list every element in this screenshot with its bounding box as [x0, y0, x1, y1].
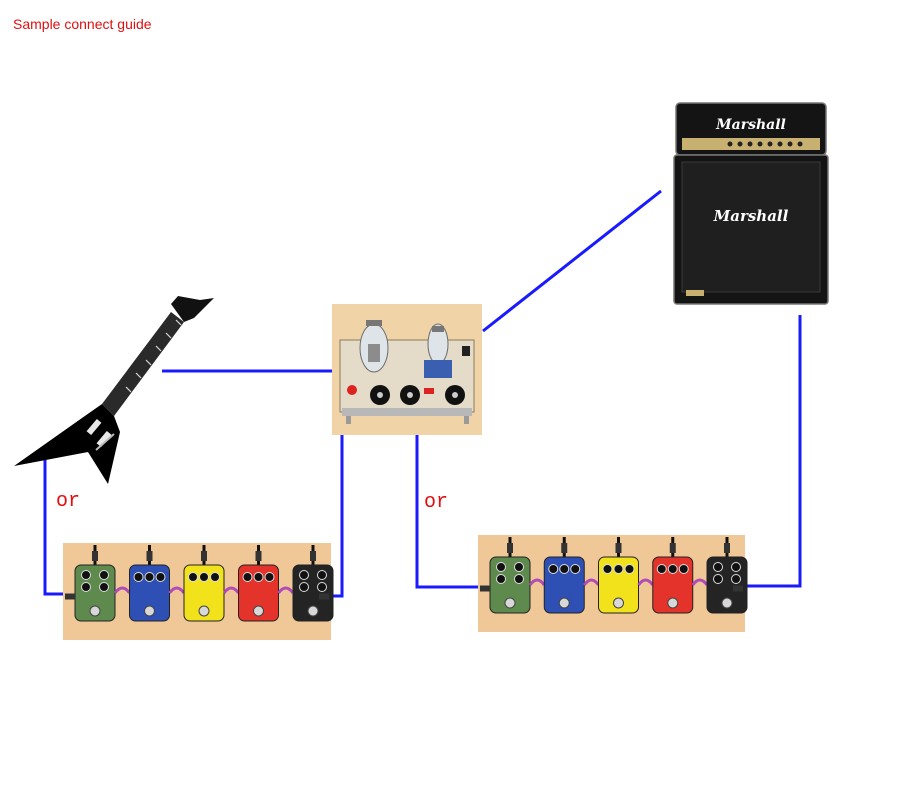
cable-right-pedalboard-to-amp	[740, 315, 802, 588]
pedal-icon	[489, 537, 546, 614]
pedal-icon	[129, 545, 186, 622]
marshall-amp-stack-icon: Marshall Marshall	[673, 102, 829, 305]
pedal-icon	[183, 545, 240, 622]
amp-cabinet-brand: Marshall	[713, 207, 789, 225]
cable-guitar-to-left-pedalboard	[43, 455, 66, 596]
pedal-icon	[74, 545, 131, 622]
pedalboard-right	[478, 535, 748, 632]
pedal-icon	[706, 537, 748, 614]
pedal-icon	[543, 537, 600, 614]
cable-preamp-to-right-pedalboard	[415, 435, 480, 589]
pedal-icon	[292, 545, 334, 622]
pedalboard-left	[63, 543, 334, 640]
pedal-icon	[238, 545, 295, 622]
pedal-icon	[652, 537, 709, 614]
amp-head-brand: Marshall	[715, 117, 786, 133]
diagram-title: Sample connect guide	[13, 16, 152, 32]
cable-preamp-to-amp	[482, 189, 662, 333]
or-label-left: or	[56, 490, 80, 513]
pedal-icon	[598, 537, 654, 614]
tube-amp-icon	[332, 304, 482, 435]
or-label-right: or	[424, 491, 448, 514]
flying-v-guitar-icon	[14, 296, 214, 484]
cables	[43, 189, 802, 598]
